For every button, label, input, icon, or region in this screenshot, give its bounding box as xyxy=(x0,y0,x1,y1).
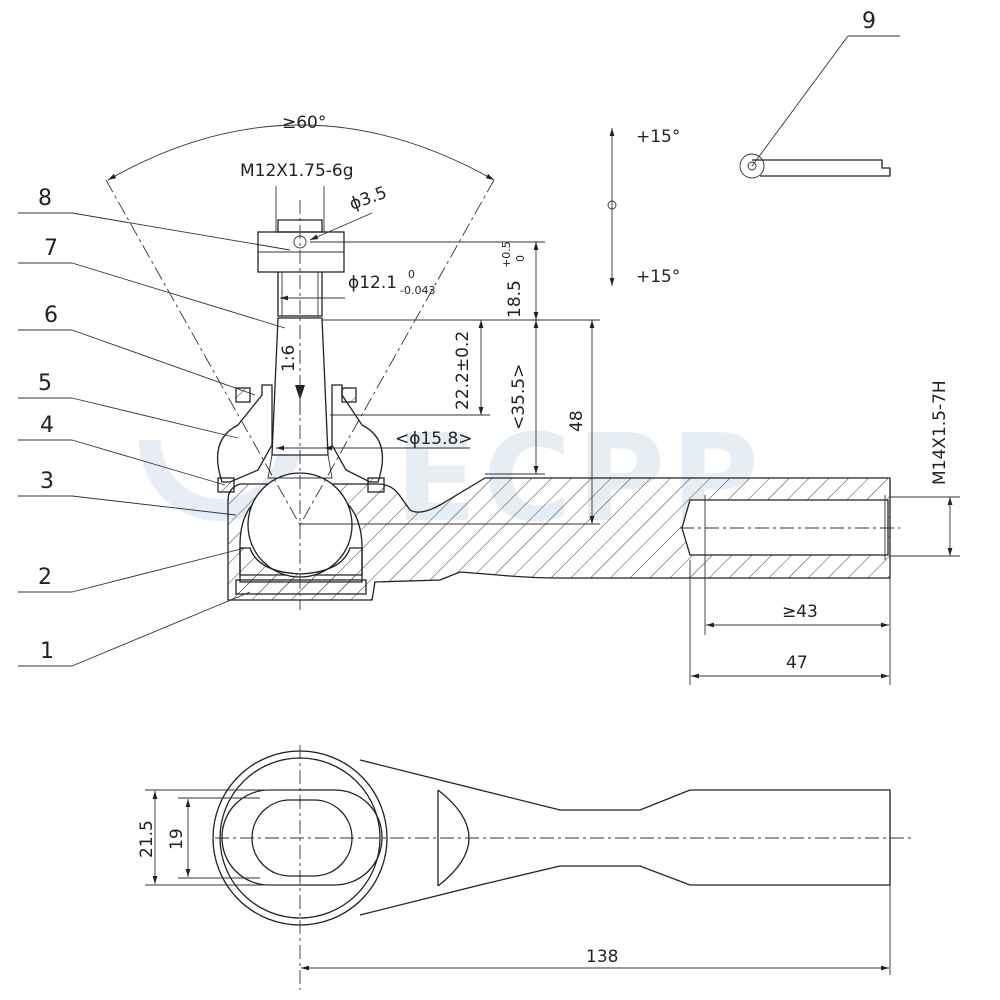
stud-thread-label: M12X1.75-6g xyxy=(240,161,354,181)
h2-label: 22.2±0.2 xyxy=(453,331,473,410)
centerlines xyxy=(105,179,915,990)
part-3-label: 3 xyxy=(40,469,54,494)
taper-ratio-label: 1:6 xyxy=(279,345,299,372)
part-leaders xyxy=(18,212,291,667)
h4-label: 48 xyxy=(567,410,587,432)
width1-label: 21.5 xyxy=(137,820,157,858)
angle-arc xyxy=(107,124,495,181)
ball-diameter-label: <ϕ15.8> xyxy=(395,429,473,449)
taper-tol-up: 0 xyxy=(408,268,415,281)
swing-indicator xyxy=(607,128,617,286)
thread-len-label: 47 xyxy=(786,653,808,673)
part-2-label: 2 xyxy=(38,565,52,590)
part-4-label: 4 xyxy=(40,413,54,438)
part-8-label: 8 xyxy=(38,186,52,211)
tie-rod-body-section xyxy=(216,219,891,601)
part-5-label: 5 xyxy=(38,371,52,396)
inner-thread-label: M14X1.5-7H xyxy=(930,380,950,485)
h1-tol-up: +0.5 xyxy=(500,241,513,268)
part-7-label: 7 xyxy=(44,236,58,261)
width2-label: 19 xyxy=(167,828,187,850)
h3-label: <35.5> xyxy=(509,364,529,430)
h1-tol-down: 0 xyxy=(514,255,527,262)
angle-label: ≥60° xyxy=(282,113,326,133)
total-length-label: 138 xyxy=(586,947,618,967)
swing-up-label: +15° xyxy=(636,127,680,147)
plan-view xyxy=(212,750,891,926)
height-dimensions xyxy=(300,241,600,525)
part-9-label: 9 xyxy=(862,9,876,34)
swing-down-label: +15° xyxy=(636,267,680,287)
part-6-label: 6 xyxy=(44,303,58,328)
part-1-label: 1 xyxy=(40,639,54,664)
h1-label: 18.5 xyxy=(505,280,525,318)
hole-label: ϕ3.5 xyxy=(347,183,390,215)
taper-diameter-label: ϕ12.1 xyxy=(348,273,397,293)
taper-tol-down: -0.043 xyxy=(400,284,435,297)
thread-min-label: ≥43 xyxy=(782,602,818,622)
cotter-pin xyxy=(739,35,900,179)
